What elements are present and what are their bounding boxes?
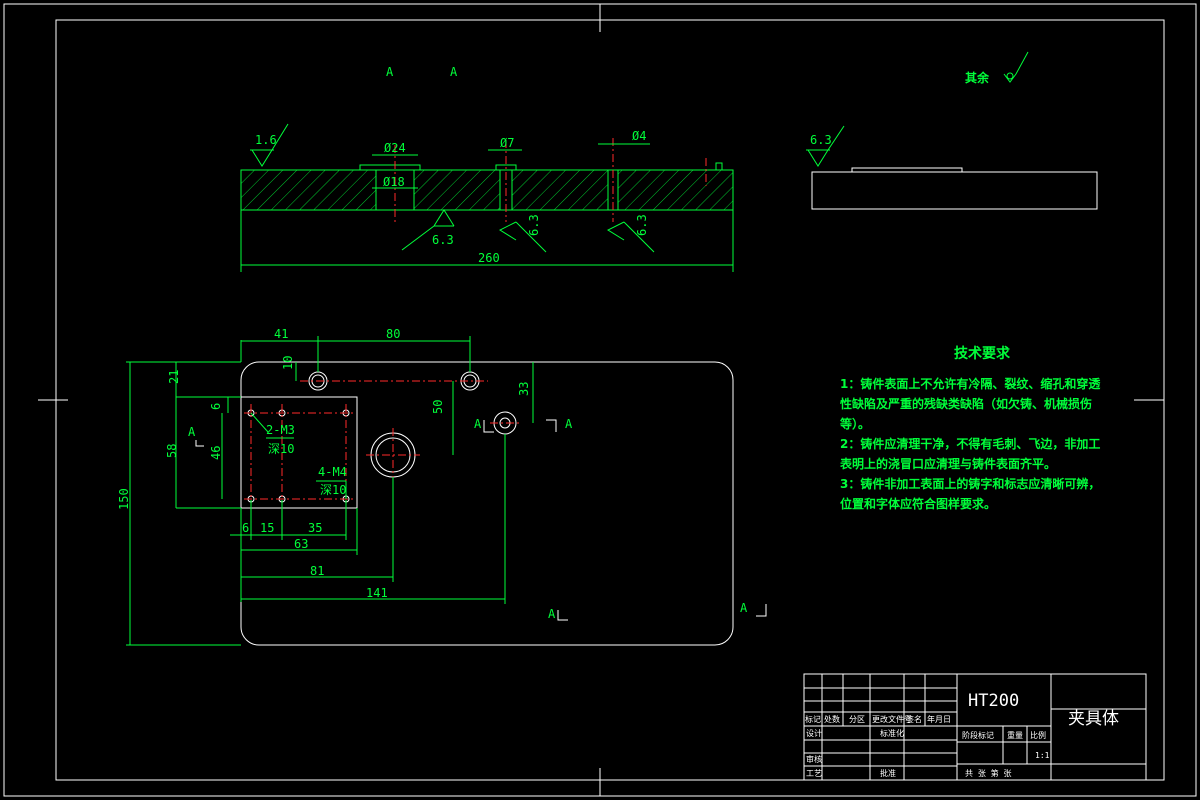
scale-text: 1:1 xyxy=(1035,751,1050,760)
material-text: HT200 xyxy=(968,691,1019,711)
callout-m3-depth: 深10 xyxy=(268,442,294,456)
dim-58: 58 xyxy=(165,444,179,458)
cut-mark-a3: A xyxy=(565,417,573,431)
tech-line-4: 2：铸件应清理干净，不得有毛刺、飞边，非加工 xyxy=(840,436,1100,451)
tb-label-0: 标记 xyxy=(805,714,821,724)
section-view: Ø24 Ø7 Ø4 Ø18 260 1.6 6.3 6.3 6.3 xyxy=(240,123,734,272)
tb-approve: 批准 xyxy=(880,768,896,778)
dim-80: 80 xyxy=(386,327,400,341)
tb-label-5: 年月日 xyxy=(927,714,951,724)
tb-label-1: 处数 xyxy=(824,714,840,724)
cut-mark-a4: A xyxy=(548,607,556,621)
roughness-1-6: 1.6 xyxy=(255,133,277,147)
tb-design: 设计 xyxy=(806,728,822,738)
dim-21: 21 xyxy=(167,370,181,384)
callout-m4-depth: 深10 xyxy=(320,483,346,497)
dim-d7: Ø7 xyxy=(500,136,514,150)
roughness-6-3-d: 6.3 xyxy=(810,133,832,147)
dim-6h: 6 xyxy=(242,521,249,535)
tech-line-6: 3：铸件非加工表面上的铸字和标志应清晰可辨， xyxy=(840,476,1100,491)
tb-ratio: 比例 xyxy=(1030,730,1046,740)
dim-63: 63 xyxy=(294,537,308,551)
dim-81: 81 xyxy=(310,564,324,578)
dim-d24: Ø24 xyxy=(384,141,406,155)
roughness-6-3-a: 6.3 xyxy=(432,233,454,247)
tech-title: 技术要求 xyxy=(954,345,1011,362)
tb-sheets: 共 张 第 张 xyxy=(965,768,1011,778)
tech-line-3: 等）。 xyxy=(839,416,870,431)
dim-260: 260 xyxy=(478,251,500,265)
dim-150: 150 xyxy=(117,488,131,510)
dim-46: 46 xyxy=(209,446,223,460)
cut-mark-a2: A xyxy=(474,417,482,431)
tb-label-2: 分区 xyxy=(849,715,865,724)
callout-m3: 2-M3 xyxy=(266,423,295,437)
tb-stage: 阶段标记 xyxy=(962,730,994,740)
tb-process: 工艺 xyxy=(806,769,822,778)
sheet-frame xyxy=(3,3,1197,797)
tb-check: 审核 xyxy=(806,754,822,764)
tech-line-2: 性缺陷及严重的残缺类缺陷（如欠铸、机械损伤 xyxy=(839,396,1092,411)
dim-35: 35 xyxy=(308,521,322,535)
dim-15: 15 xyxy=(260,521,274,535)
qiyu-text: 其余 xyxy=(965,70,990,85)
section-label-left: A xyxy=(386,65,394,79)
callout-m4: 4-M4 xyxy=(318,465,347,479)
tb-label-4: 签名 xyxy=(906,714,922,724)
dim-6v: 6 xyxy=(209,403,223,410)
tb-label-3: 更改文件号 xyxy=(872,714,912,724)
roughness-6-3-b: 6.3 xyxy=(527,214,541,236)
dim-50: 50 xyxy=(431,400,445,414)
section-label-right: A xyxy=(450,65,458,79)
tb-standard: 标准化 xyxy=(880,728,904,738)
tb-weight: 重量 xyxy=(1007,730,1023,740)
dim-d18: Ø18 xyxy=(383,175,405,189)
cut-mark-a1: A xyxy=(188,425,196,439)
technical-requirements: 技术要求 1：铸件表面上不允许有冷隔、裂纹、缩孔和穿透 性缺陷及严重的残缺类缺陷… xyxy=(839,345,1101,511)
roughness-6-3-c: 6.3 xyxy=(635,214,649,236)
title-block: HT200 夹具体 1:1 标记 处数 分区 更改文件号 签名 年月日 设计 标… xyxy=(803,673,1147,781)
side-view: 6.3 xyxy=(806,125,1098,210)
plan-view: 41 80 10 21 6 50 33 58 46 150 6 15 35 63 xyxy=(117,327,767,646)
cut-mark-a5: A xyxy=(740,601,748,615)
tech-line-1: 1：铸件表面上不允许有冷隔、裂纹、缩孔和穿透 xyxy=(840,376,1101,391)
tech-line-7: 位置和字体应符合图样要求。 xyxy=(840,496,996,511)
dim-141: 141 xyxy=(366,586,388,600)
dim-41: 41 xyxy=(274,327,288,341)
general-roughness: 其余 xyxy=(965,51,1029,85)
dim-10: 10 xyxy=(281,356,295,370)
dim-33: 33 xyxy=(517,382,531,396)
dim-d4: Ø4 xyxy=(632,129,646,143)
tech-line-5: 表明上的浇冒口应清理与铸件表面齐平。 xyxy=(839,456,1056,471)
part-name-text: 夹具体 xyxy=(1068,709,1119,729)
